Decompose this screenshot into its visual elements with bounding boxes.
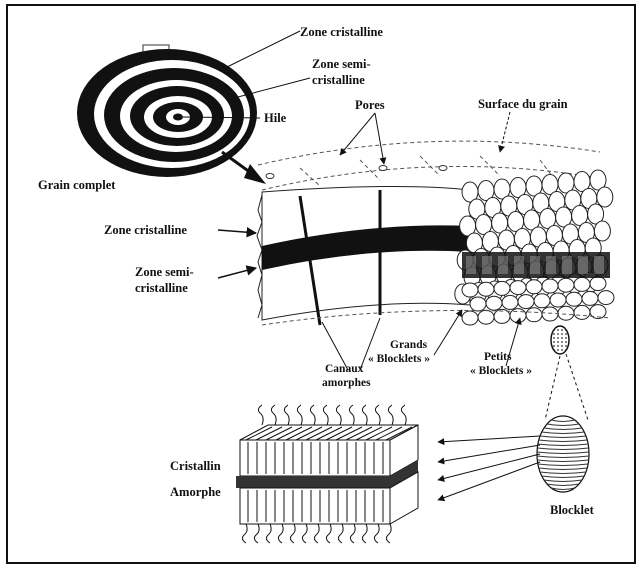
dark-band-cell — [530, 256, 540, 274]
label-grain-complet: Grain complet — [38, 178, 116, 192]
blocklet-cell — [598, 291, 614, 305]
chain-curl-bottom — [266, 524, 271, 543]
label-grands-1: Grands — [390, 339, 428, 351]
blocklet-cell — [478, 282, 494, 296]
dark-band-cell — [562, 256, 572, 274]
chain-curl-top — [401, 405, 406, 425]
label-zone-semi-mid-2: cristalline — [135, 281, 188, 295]
blocklet-cell — [510, 281, 526, 295]
chain-curl-bottom — [350, 524, 355, 543]
chain-curl-bottom — [254, 524, 259, 543]
label-canaux-1: Canaux — [325, 363, 364, 375]
label-cristallin: Cristallin — [170, 459, 221, 473]
blocklet-cell — [566, 292, 582, 306]
blocklet-cell — [558, 306, 574, 320]
label-zone-semi-top-2: cristalline — [312, 73, 365, 87]
dark-band-cell — [482, 256, 492, 274]
chain-curl-top — [258, 405, 263, 425]
mid-arrows — [218, 230, 256, 278]
pores-pointers — [340, 113, 384, 164]
chain-curl-bottom — [338, 524, 343, 543]
label-canaux-2: amorphes — [322, 377, 371, 389]
chain-curl-top — [323, 405, 328, 425]
surface-pointer — [500, 112, 510, 152]
chain-curl-top — [388, 405, 393, 425]
label-zone-semi-mid-1: Zone semi- — [135, 265, 194, 279]
chain-curl-top — [362, 405, 367, 425]
blocklet-cell — [462, 283, 478, 297]
zoom-line-1 — [545, 356, 560, 420]
selected-blocklet — [551, 326, 569, 354]
blocklet-cell — [594, 221, 610, 241]
label-surface-du-grain: Surface du grain — [478, 97, 568, 111]
label-pores: Pores — [355, 98, 385, 112]
blocklet-to-block-arrows — [438, 436, 540, 500]
blocklet-cell — [534, 294, 550, 308]
chain-curl-top — [284, 405, 289, 425]
label-hile: Hile — [264, 111, 287, 125]
zoom-arrow — [222, 152, 266, 184]
chain-curl-top — [297, 405, 302, 425]
dark-band-cell — [594, 256, 604, 274]
chain-curl-top — [336, 405, 341, 425]
dark-band-cell — [466, 256, 476, 274]
chain-curl-bottom — [290, 524, 295, 543]
blocklet-cell — [462, 311, 478, 325]
blocklet-cell — [542, 279, 558, 293]
blocklet-cell — [582, 291, 598, 305]
label-amorphe: Amorphe — [170, 485, 221, 499]
blocklet-cell — [558, 278, 574, 292]
blocklet-cell — [597, 187, 613, 207]
label-blocklet: Blocklet — [550, 503, 595, 517]
dark-band-cell — [514, 256, 524, 274]
blocklet-cell — [502, 295, 518, 309]
dark-band-cell — [498, 256, 508, 274]
blocklet-cell — [574, 277, 590, 291]
chain-curl-top — [375, 405, 380, 425]
label-zone-semi-top-1: Zone semi- — [312, 57, 371, 71]
chain-curl-bottom — [362, 524, 367, 543]
blocklets-texture — [455, 170, 614, 325]
chain-curl-bottom — [374, 524, 379, 543]
chain-curl-top — [349, 405, 354, 425]
label-zone-cristalline-top: Zone cristalline — [300, 25, 383, 39]
label-petits-2: « Blocklets » — [470, 365, 532, 377]
blocklet-cell — [518, 295, 534, 309]
chain-curl-bottom — [386, 524, 391, 543]
blocklet-cell — [526, 280, 542, 294]
chain-curl-bottom — [326, 524, 331, 543]
blocklet-cell — [486, 296, 502, 310]
blocklet-cell — [526, 308, 542, 322]
chain-curl-bottom — [242, 524, 247, 543]
blocklet-illustration — [537, 416, 589, 492]
lamellar-block-illustration — [236, 405, 418, 543]
chain-curl-top — [310, 405, 315, 425]
blocklet-cell — [510, 309, 526, 323]
label-grands-2: « Blocklets » — [368, 353, 430, 365]
blocklet-cell — [590, 277, 606, 291]
label-petits-1: Petits — [484, 351, 512, 363]
pore-marks — [266, 166, 447, 179]
dark-band-cell — [578, 256, 588, 274]
dark-band-cells — [466, 256, 604, 274]
blocklet-cell — [494, 281, 510, 295]
blocklet-cell — [550, 293, 566, 307]
zoom-line-2 — [566, 354, 588, 420]
blocklet-cell — [478, 310, 494, 324]
granule-cross-section — [257, 186, 470, 325]
chain-curl-top — [271, 405, 276, 425]
blocklet-cell — [470, 297, 486, 311]
label-zone-cristalline-mid: Zone cristalline — [104, 223, 187, 237]
blocklet-cell — [574, 305, 590, 319]
dark-band-cell — [546, 256, 556, 274]
chain-curl-bottom — [314, 524, 319, 543]
chain-curl-bottom — [278, 524, 283, 543]
chain-curl-bottom — [302, 524, 307, 543]
